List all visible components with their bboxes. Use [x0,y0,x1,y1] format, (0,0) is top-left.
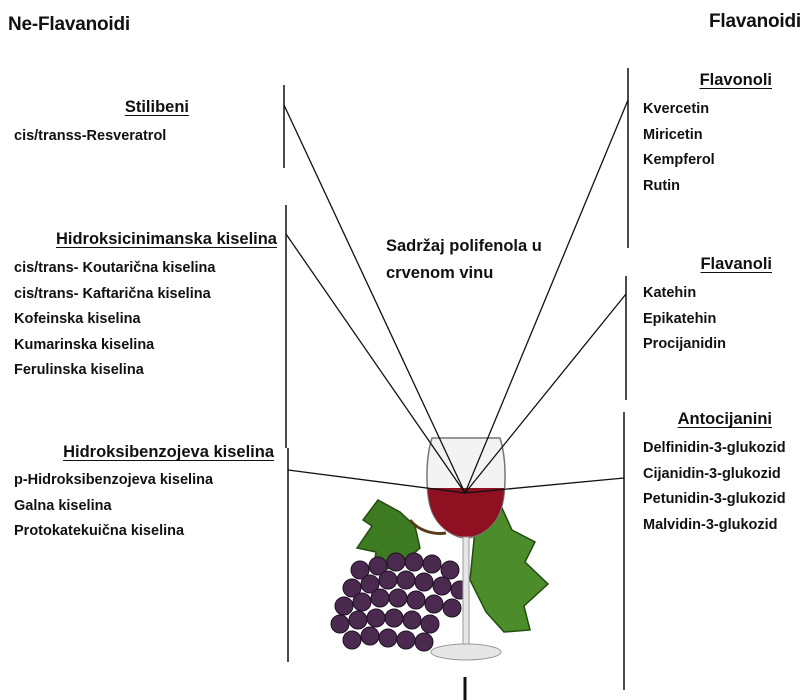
list-item: Epikatehin [643,307,726,333]
list-item: Kofeinska kiselina [14,307,215,333]
glass-foot [431,644,501,660]
category-title-flavonoli: Flavonoli [700,71,772,90]
convergence-lines [284,100,628,493]
glass-stem [463,537,469,647]
category-list-flavanoli: Katehin Epikatehin Procijanidin [643,281,726,358]
category-title-stilibeni: Stilibeni [125,98,189,117]
list-item: Delfinidin-3-glukozid [643,436,786,462]
category-title-hidroksicinimanska: Hidroksicinimanska kiselina [56,230,277,249]
grape-cluster [331,553,469,651]
list-item: Galna kiselina [14,494,213,520]
list-item: Miricetin [643,123,715,149]
list-item: Kempferol [643,148,715,174]
list-item: Procijanidin [643,332,726,358]
list-item: cis/transs-Resveratrol [14,124,166,150]
center-label-line-1: Sadržaj polifenola u [386,233,542,260]
category-list-hidroksibenzojeva: p-Hidroksibenzojeva kiselina Galna kisel… [14,468,213,545]
list-item: Malvidin-3-glukozid [643,513,786,539]
category-title-flavanoli: Flavanoli [700,255,772,274]
list-item: Katehin [643,281,726,307]
list-item: Petunidin-3-glukozid [643,487,786,513]
category-list-hidroksicinimanska: cis/trans- Koutarična kiselina cis/trans… [14,256,215,384]
list-item: cis/trans- Koutarična kiselina [14,256,215,282]
category-title-antocijanini: Antocijanini [678,410,772,429]
list-item: Ferulinska kiselina [14,358,215,384]
category-title-hidroksibenzojeva: Hidroksibenzojeva kiselina [63,443,274,462]
list-item: Rutin [643,174,715,200]
category-list-stilibeni: cis/transs-Resveratrol [14,124,166,150]
list-item: Kvercetin [643,97,715,123]
list-item: Kumarinska kiselina [14,333,215,359]
category-list-flavonoli: Kvercetin Miricetin Kempferol Rutin [643,97,715,199]
center-label: Sadržaj polifenola u crvenom vinu [386,233,542,287]
list-item: p-Hidroksibenzojeva kiselina [14,468,213,494]
center-label-line-2: crvenom vinu [386,260,542,287]
list-item: Protokatekuična kiselina [14,519,213,545]
list-item: Cijanidin-3-glukozid [643,462,786,488]
category-list-antocijanini: Delfinidin-3-glukozid Cijanidin-3-glukoz… [643,436,786,538]
list-item: cis/trans- Kaftarična kiselina [14,282,215,308]
